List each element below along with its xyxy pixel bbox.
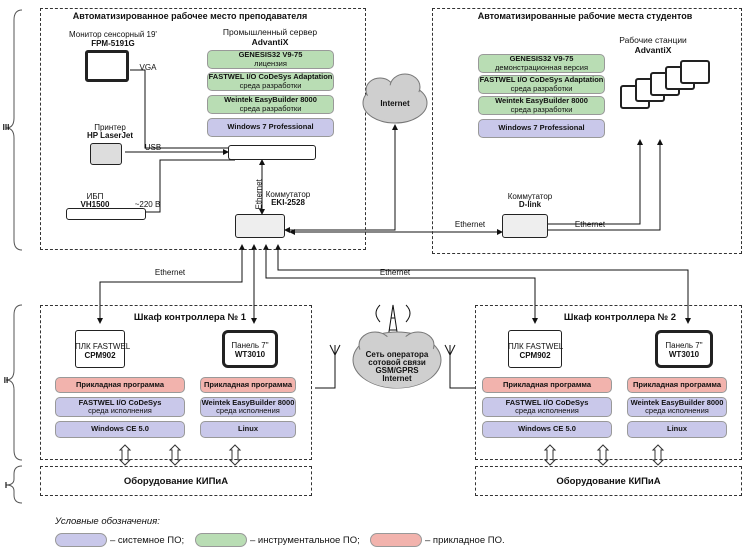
panel-1-label-1: Панель 7" — [231, 341, 269, 350]
legend-title: Условные обозначения: — [55, 516, 160, 527]
kip-2-box — [475, 466, 742, 496]
gsm-label-2: сотовой связи — [368, 358, 426, 367]
monitor-label-2: FPM-5191G — [91, 39, 135, 48]
v220-label: ~220 В — [134, 200, 161, 209]
kip-2-label: Оборудование КИПиА — [556, 476, 661, 487]
plc-1-box — [75, 330, 125, 368]
monitor-label-1: Монитор сенсорный 19' — [69, 30, 157, 39]
panel-2-box — [655, 330, 713, 368]
cab2-panel-app: Прикладная программа — [627, 377, 727, 393]
teacher-sw-windows: Windows 7 Professional — [207, 118, 334, 137]
plc-2-label-2: CPM902 — [519, 351, 551, 360]
legend-sys-label: – системное ПО; — [110, 535, 185, 546]
students-eth-label-1: Ethernet — [454, 220, 486, 229]
internet-label: Internet — [380, 99, 410, 108]
vga-label: VGA — [139, 63, 157, 72]
switch-dlink-label-2: D-link — [518, 200, 542, 209]
printer-label-1: Принтер — [94, 123, 126, 132]
legend-tool-label: – инструментальное ПО; — [250, 535, 360, 546]
eth-right-label: Ethernet — [379, 268, 411, 277]
stations-label-2: AdvantiX — [634, 45, 672, 55]
cab1-plc-app: Прикладная программа — [55, 377, 185, 393]
level-label-2: II — [3, 376, 9, 385]
printer-icon — [90, 143, 122, 165]
panel-2-label-2: WT3010 — [668, 350, 700, 359]
kip-1-label: Оборудование КИПиА — [123, 476, 229, 487]
server-label-2: AdvantiX — [251, 37, 289, 47]
switch-eki-label-1: Коммутатор — [265, 190, 311, 199]
students-eth-label-2: Ethernet — [574, 220, 606, 229]
plc-2-label-1: ПЛК FASTWEL — [508, 342, 564, 351]
cab1-plc-os: Windows CE 5.0 — [55, 421, 185, 438]
cabinet-2-box — [475, 305, 742, 460]
switch-dlink-label-1: Коммутатор — [507, 192, 553, 201]
server-label-1: Промышленный сервер — [222, 27, 318, 37]
panel-1-box — [222, 330, 278, 368]
server-icon — [228, 145, 316, 160]
cab1-panel-app: Прикладная программа — [200, 377, 296, 393]
panel-1-label-2: WT3010 — [234, 350, 266, 359]
students-title: Автоматизированные рабочие места студент… — [477, 11, 693, 21]
ups-icon — [66, 208, 146, 220]
cab2-plc-app: Прикладная программа — [482, 377, 612, 393]
plc-1-label-1: ПЛК FASTWEL — [75, 342, 131, 351]
ups-label-1: ИБП — [86, 192, 104, 201]
teacher-title: Автоматизированное рабочее место препода… — [72, 11, 308, 21]
level-label-1: I — [4, 481, 8, 490]
printer-label-2: HP LaserJet — [86, 131, 134, 140]
legend-app-label: – прикладное ПО. — [425, 535, 505, 546]
switch-eki-label-2: EKI-2528 — [271, 198, 305, 207]
station-icon — [680, 60, 710, 84]
teacher-workstation-box — [40, 8, 366, 250]
gsm-label-1: Сеть оператора — [365, 350, 429, 359]
plc-2-box — [508, 330, 562, 368]
switch-dlink-icon — [502, 214, 548, 238]
usb-label: USB — [144, 143, 162, 152]
panel-2-label-1: Панель 7" — [665, 341, 703, 350]
gsm-label-4: Internet — [382, 374, 412, 383]
cabinet-1-box — [40, 305, 312, 460]
ups-label-2: VH1500 — [80, 200, 110, 209]
legend-sys-swatch — [55, 533, 107, 547]
students-workstation-box — [432, 8, 742, 254]
monitor-icon — [85, 50, 129, 82]
cab2-panel-os: Linux — [627, 421, 727, 438]
kip-1-box — [40, 466, 312, 496]
cab1-panel-os: Linux — [200, 421, 296, 438]
switch-eki-icon — [235, 214, 285, 238]
eth-left-label: Ethernet — [154, 268, 186, 277]
stations-label-1: Рабочие станции — [619, 35, 687, 45]
cabinet-1-title: Шкаф контроллера № 1 — [133, 312, 247, 323]
students-sw-windows: Windows 7 Professional — [478, 119, 605, 138]
cabinet-2-title: Шкаф контроллера № 2 — [563, 312, 677, 323]
cab2-plc-os: Windows CE 5.0 — [482, 421, 612, 438]
gsm-label-3: GSM/GPRS — [375, 366, 419, 375]
legend-tool-swatch — [195, 533, 247, 547]
level-label-3: III — [2, 123, 10, 132]
plc-1-label-2: CPM902 — [84, 351, 116, 360]
legend-app-swatch — [370, 533, 422, 547]
